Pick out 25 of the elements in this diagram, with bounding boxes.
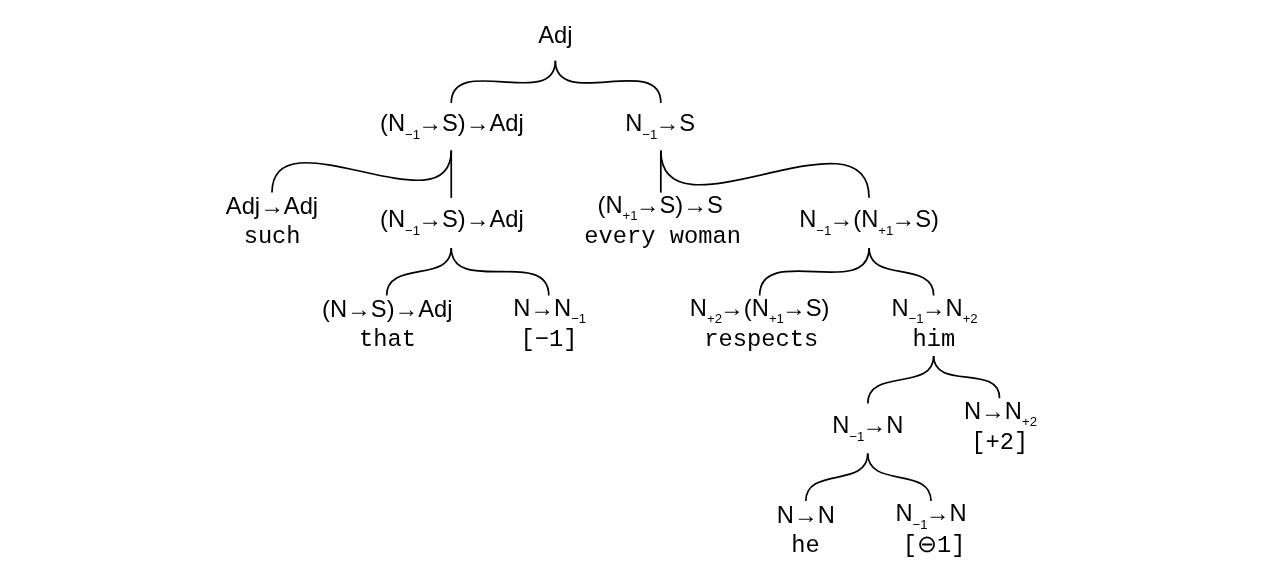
node-text: N→N he bbox=[776, 501, 835, 559]
connector bbox=[932, 355, 1001, 400]
node-text: N→N$_{−1}$ [−1] bbox=[513, 294, 587, 354]
node-text: (N$_{−1}$→S)→Adj bbox=[380, 206, 524, 238]
node-text: Adj bbox=[538, 21, 573, 48]
connector bbox=[385, 247, 453, 297]
connector bbox=[450, 59, 557, 104]
node-text: N$_{+2}$→(N$_{+1}$→S) respects bbox=[689, 294, 830, 354]
node-text: N→N$_{+2}$ [+2] bbox=[963, 397, 1037, 456]
node-text: (N$_{−1}$→S)→Adj bbox=[380, 110, 524, 142]
node-text: N$_{−1}$→(N$_{+1}$→S) bbox=[799, 206, 939, 238]
node-text: (N→S)→Adj that bbox=[322, 296, 453, 354]
node-text: N$_{−1}$→N bbox=[832, 412, 904, 444]
connector bbox=[866, 452, 932, 502]
node-text: N$_{−1}$→S bbox=[625, 110, 696, 142]
connector bbox=[450, 247, 550, 297]
connector bbox=[868, 247, 935, 297]
connector bbox=[450, 149, 453, 199]
connector bbox=[866, 355, 935, 405]
node-text: N$_{−1}$→N$_{+2}$ him bbox=[891, 294, 978, 354]
connector bbox=[554, 59, 662, 104]
node-text: Adj→Adj such bbox=[225, 193, 319, 251]
node-text: (N$_{+1}$→S)→S every woman bbox=[584, 191, 741, 251]
node-text: N$_{−1}$→N [⊖1] bbox=[895, 500, 967, 559]
connector bbox=[659, 149, 870, 199]
